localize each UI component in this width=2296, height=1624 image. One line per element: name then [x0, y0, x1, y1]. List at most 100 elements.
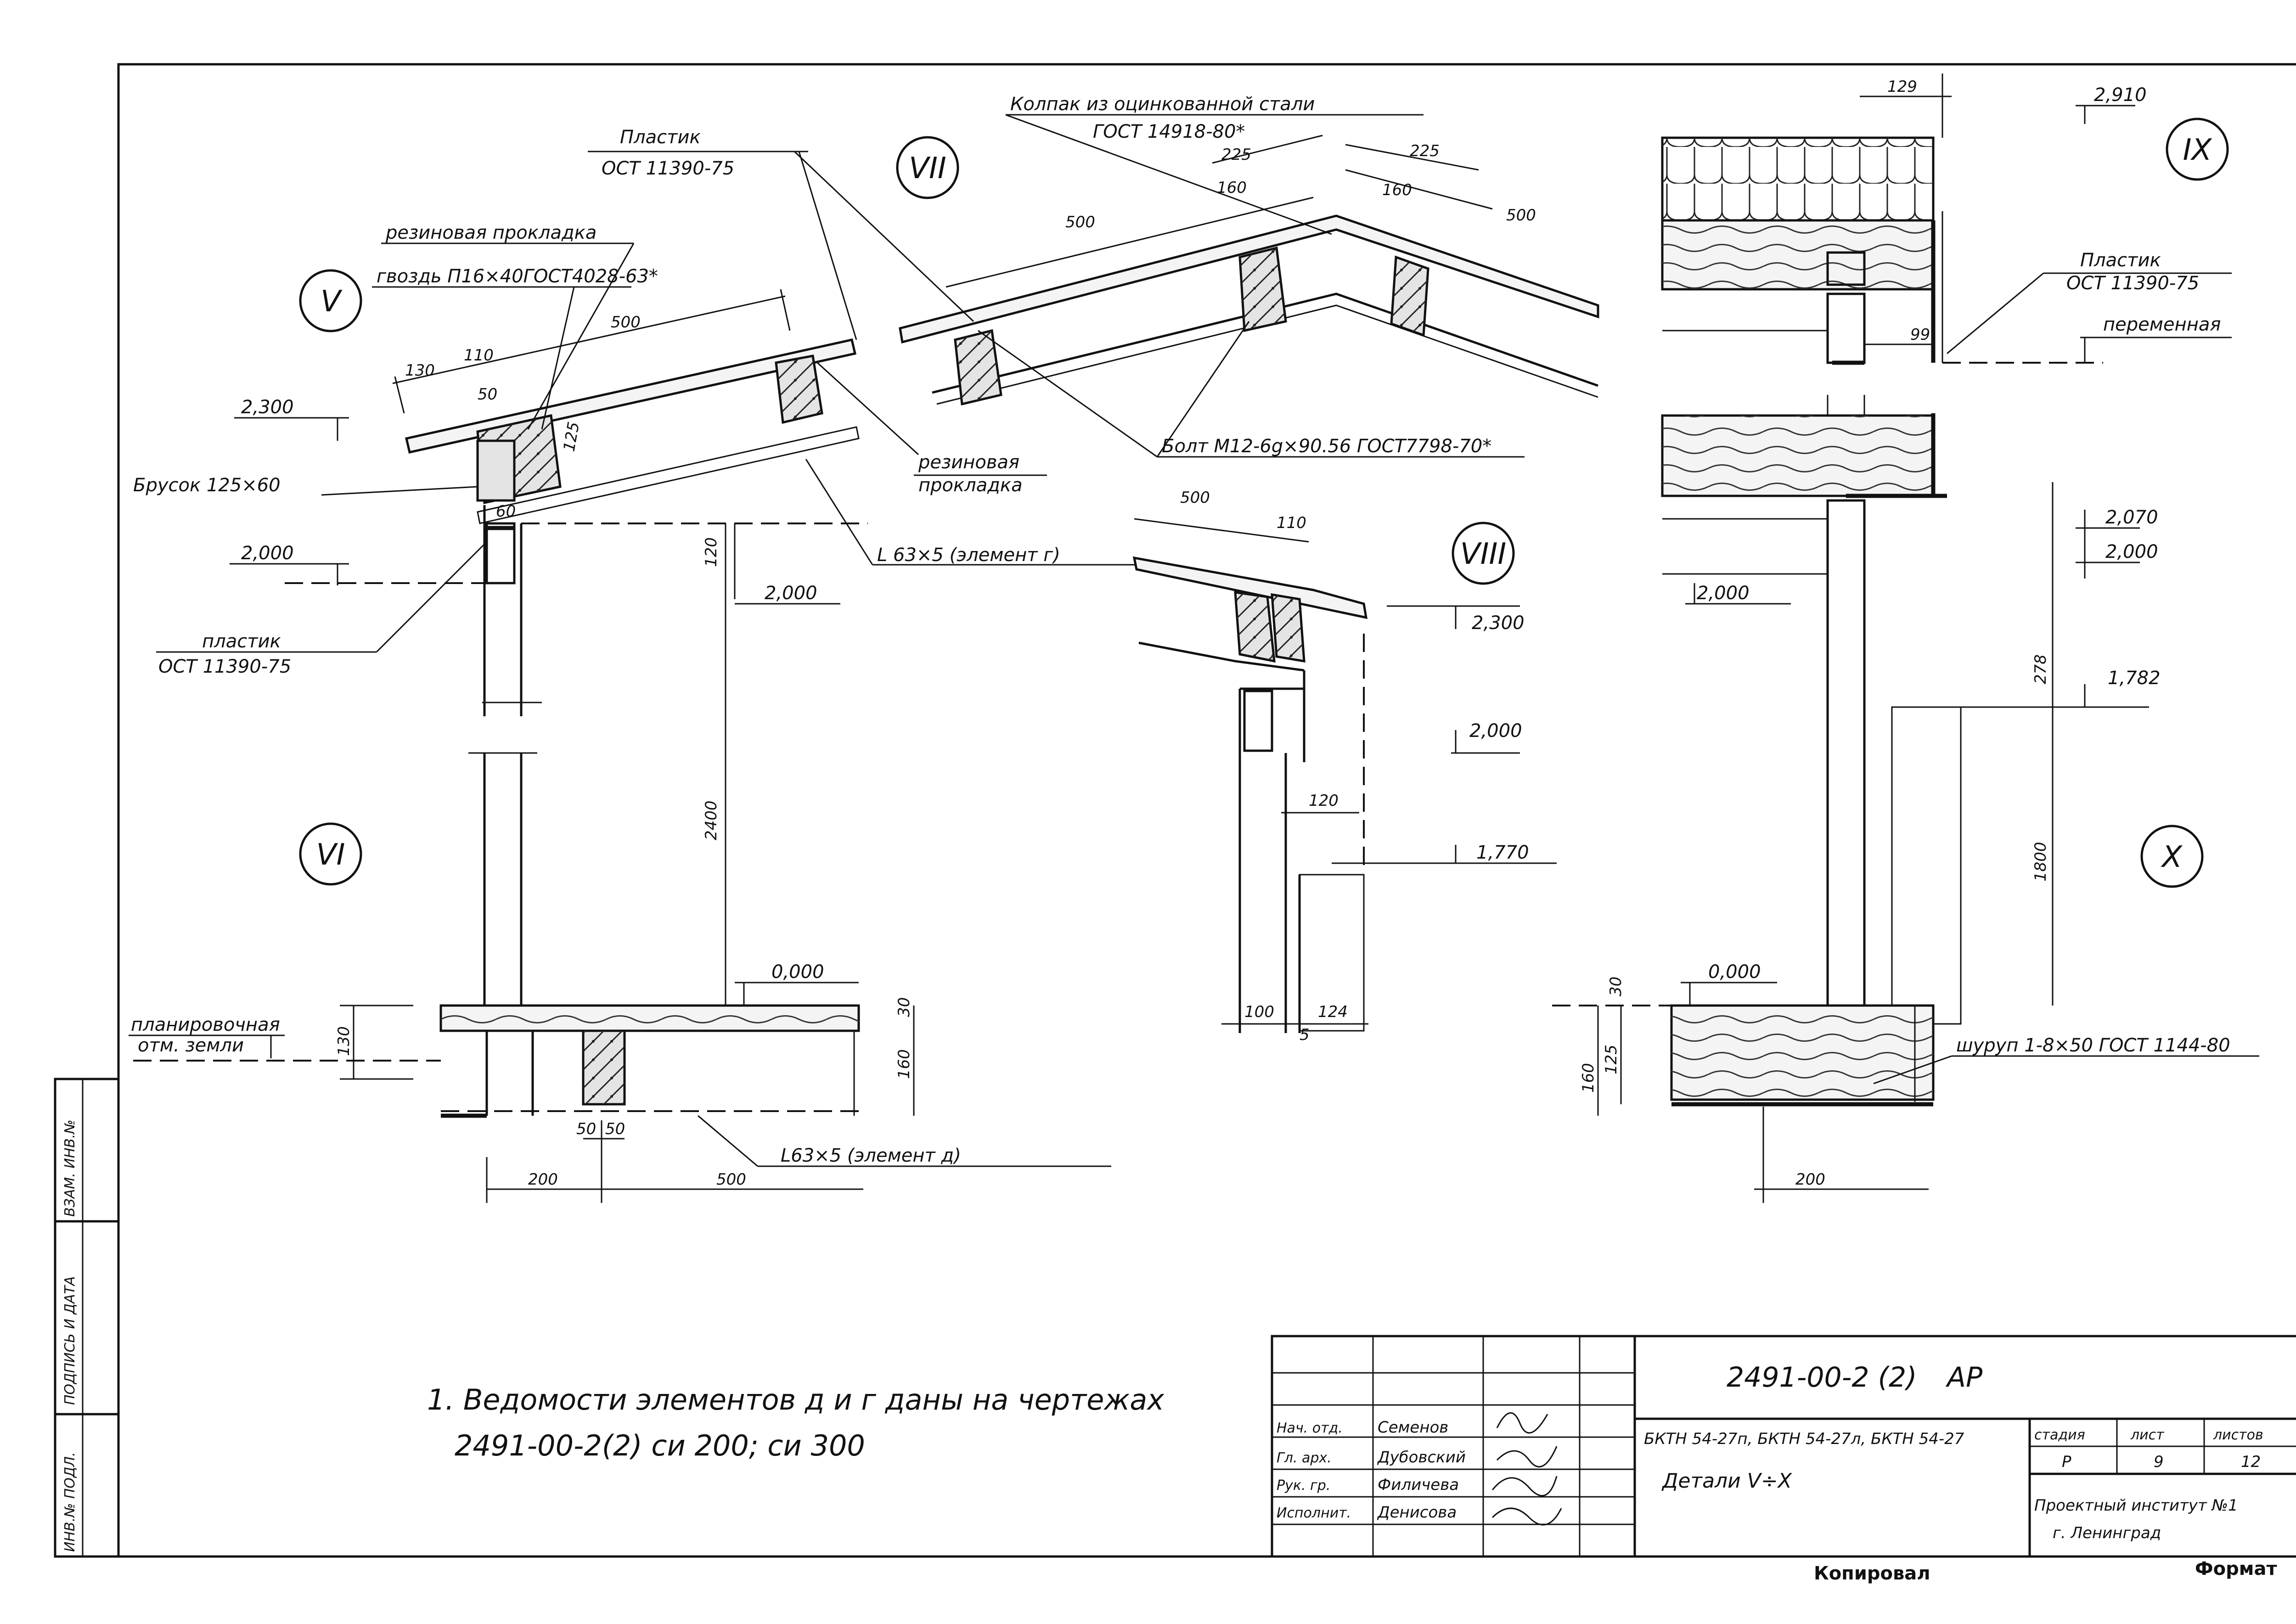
label-plastic-left-2: ОСТ 11390-75: [158, 656, 291, 677]
dim-50b: 50: [576, 1120, 596, 1138]
label-cap-1: Колпак из оцинкованной стали: [1010, 94, 1315, 115]
tb-sheets-h: листов: [2213, 1427, 2263, 1443]
side-stamp-sign-date: ПОДПИСЬ И ДАТА: [62, 1276, 78, 1405]
dim-5: 5: [1300, 1026, 1310, 1044]
role-1: Гл. арх.: [1277, 1450, 1332, 1466]
dim-120: 120: [702, 537, 720, 567]
person-0: Семенов: [1378, 1418, 1448, 1437]
label-plastic-top-1: Пластик: [620, 127, 701, 148]
detail-ix-marker: [2166, 118, 2229, 181]
signatures: [1491, 1412, 1562, 1526]
tb-stage-h: стадия: [2034, 1427, 2085, 1443]
elev-0000b: 0,000: [1708, 961, 1761, 983]
dim-125: 125: [560, 421, 583, 453]
role-0: Нач. отд.: [1277, 1420, 1343, 1436]
person-1: Дубовский: [1377, 1448, 1466, 1467]
person-2: Филичева: [1378, 1476, 1459, 1494]
tb-code: 2491-00-2 (2): [1727, 1361, 1917, 1394]
dim-125b: 125: [1602, 1045, 1621, 1074]
detail-v: V Пластик ОСТ 11390-75 резиновая проклад…: [133, 127, 1148, 1010]
elev-2070: 2,070: [2105, 507, 2158, 528]
dim-500d: 500: [1506, 206, 1536, 225]
label-bar: Брусок 125×60: [133, 475, 281, 496]
side-stamp-inv-repl: ВЗАМ. ИНВ.№: [62, 1119, 78, 1217]
detail-x-marker: [2140, 825, 2204, 888]
dim-160: 160: [895, 1049, 913, 1079]
dim-129: 129: [1887, 78, 1917, 96]
label-nail: гвоздь П16×40ГОСТ4028-63*: [377, 266, 658, 287]
dim-50: 50: [478, 385, 497, 404]
detail-x: X 278 1800 2,070 2,000 2,000 1,782: [1552, 395, 2259, 1203]
detail-vi-marker: [299, 822, 362, 886]
label-screw: шуруп 1-8×50 ГОСТ 1144-80: [1956, 1035, 2230, 1056]
dim-110b: 110: [1277, 514, 1306, 532]
label-bolt: Болт М12-6g×90.56 ГОСТ7798-70*: [1162, 436, 1491, 457]
elev-2910: 2,910: [2094, 84, 2147, 106]
dim-500e: 500: [1180, 489, 1210, 507]
side-stamp: ИНВ.№ ПОДЛ. ПОДПИСЬ И ДАТА ВЗАМ. ИНВ.№: [54, 1078, 120, 1558]
dim-30b: 30: [1607, 977, 1625, 996]
label-cap-2: ГОСТ 14918-80*: [1093, 121, 1245, 142]
note-line-1: 1. Ведомости элементов д и г даны на чер…: [427, 1383, 1165, 1416]
dim-200b: 200: [1795, 1170, 1825, 1189]
elev-2000c: 2,000: [1469, 720, 1522, 742]
dim-500b: 500: [716, 1170, 746, 1189]
dim-100: 100: [1244, 1003, 1274, 1021]
label-rubber-1: резиновая прокладка: [385, 222, 597, 243]
dim-160b: 160: [1382, 181, 1412, 199]
label-variable: переменная: [2103, 314, 2221, 335]
dim-120b: 120: [1309, 792, 1339, 810]
elev-2000e: 2,000: [1697, 583, 1750, 604]
tb-sheet-h: лист: [2130, 1427, 2165, 1443]
dim-124: 124: [1318, 1003, 1348, 1021]
detail-ix: IX 99 129 2,910 Пластик ОСТ 11390-75 пер…: [1661, 73, 2232, 365]
dim-200: 200: [528, 1170, 558, 1189]
role-2: Рук. гр.: [1277, 1478, 1330, 1494]
window-frame-x: [1891, 706, 1962, 1025]
dim-30: 30: [895, 997, 913, 1017]
elev-0000: 0,000: [771, 961, 824, 983]
detail-vii-label: VII: [909, 152, 946, 185]
footer-format: Формат: [2195, 1558, 2277, 1579]
dim-2400: 2400: [702, 800, 720, 840]
elev-1770: 1,770: [1476, 842, 1529, 863]
detail-viii-marker: [1452, 522, 1515, 585]
dim-160c: 160: [1579, 1063, 1598, 1093]
elev-2000d: 2,000: [2105, 541, 2158, 562]
detail-viii: VIII 500 110 120 100 124 5 2,300 2,000 1…: [1132, 489, 1557, 1044]
detail-vii: VII Колпак из оцинкованной стали ГОСТ 14…: [793, 94, 1599, 496]
tb-products: БКТН 54-27п, БКТН 54-27л, БКТН 54-27: [1644, 1430, 1964, 1448]
dim-500c: 500: [1065, 213, 1095, 231]
elev-2300b: 2,300: [1472, 613, 1525, 634]
detail-x-label: X: [2161, 840, 2183, 874]
footer-copied: Копировал: [1814, 1563, 1930, 1584]
label-ground-1: планировочная: [131, 1014, 280, 1035]
elev-2000b: 2,000: [765, 583, 817, 604]
dim-99: 99: [1910, 326, 1930, 344]
role-3: Исполнит.: [1277, 1505, 1351, 1521]
dim-50c: 50: [605, 1120, 625, 1138]
label-angle-d: L63×5 (элемент д): [781, 1145, 961, 1166]
label-plastic-left-1: пластик: [202, 631, 281, 652]
label-plastic-top-2: ОСТ 11390-75: [602, 158, 734, 179]
tb-org-1: Проектный институт №1: [2034, 1496, 2238, 1515]
detail-vi-label: VI: [316, 838, 345, 872]
tb-sheets: 12: [2241, 1453, 2261, 1471]
label-plastic-right-1: Пластик: [2080, 250, 2161, 271]
detail-vi: VI 2400 120 2,000 0,000 планировочная от…: [129, 523, 1111, 1203]
label-rubber-2-1: резиновая: [918, 452, 1019, 473]
label-ground-2: отм. земли: [138, 1035, 244, 1056]
tb-stage: Р: [2062, 1453, 2071, 1471]
tb-section: АР: [1945, 1361, 1983, 1394]
ridge-cap-vii: [899, 214, 1599, 344]
detail-vii-marker: [896, 136, 959, 199]
elev-1782: 1,782: [2108, 668, 2161, 689]
tb-org-2: г. Ленинград: [2053, 1524, 2161, 1542]
dim-60: 60: [496, 502, 516, 521]
dim-160a: 160: [1217, 179, 1247, 197]
label-plastic-right-2: ОСТ 11390-75: [2066, 273, 2199, 294]
dim-500a: 500: [611, 313, 641, 332]
title-block: Нач. отд. Гл. арх. Рук. гр. Исполнит. Се…: [1271, 1335, 2296, 1558]
